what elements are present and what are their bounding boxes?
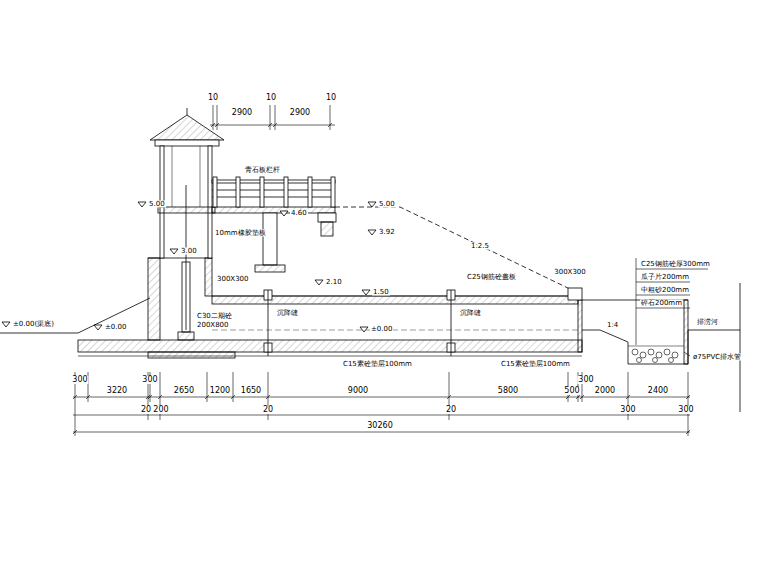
dimension-text: 10 — [207, 94, 219, 102]
dimension-text: 300 — [619, 406, 636, 414]
dimension-text: 3220 — [106, 387, 128, 395]
elevation-markers — [2, 202, 376, 332]
elevation-text: 3.00 — [180, 248, 198, 255]
size-note: 300X300 — [553, 269, 587, 276]
dimension-text: 20 — [140, 406, 152, 414]
slope-ratio: 1:4 — [606, 322, 619, 329]
material-note: 碎石200mm — [640, 300, 683, 307]
dimension-text: 9000 — [347, 387, 369, 395]
size-note: 300X300 — [216, 276, 250, 283]
pavilion — [150, 108, 224, 258]
dimension-text: 300 — [577, 376, 594, 384]
joint-note: 沉降缝 — [459, 310, 482, 317]
dimension-text: 10 — [325, 94, 337, 102]
dimension-text: 20 — [262, 406, 274, 414]
elevation-text: 3.92 — [378, 229, 396, 236]
dimension-text: 2400 — [647, 387, 669, 395]
dimension-text: 300 — [677, 406, 694, 414]
elevation-text: 1.50 — [372, 289, 390, 296]
dimension-text: 2000 — [594, 387, 616, 395]
bridge-railing — [212, 177, 336, 272]
elevation-text: ±0.00 — [104, 324, 127, 331]
elevation-text: ±0.00(渠底) — [12, 321, 55, 328]
dimension-lines — [73, 105, 690, 436]
elevation-text: ±0.00 — [370, 326, 393, 333]
dimension-text: 10 — [265, 94, 277, 102]
joint-note: 沉降缝 — [276, 310, 299, 317]
dimension-text: 1200 — [209, 387, 231, 395]
dimension-text: 1650 — [240, 387, 262, 395]
dimension-text: 300 — [71, 376, 88, 384]
size-note: 200X800 — [196, 322, 230, 329]
material-note: C15素砼垫层100mm — [342, 361, 413, 368]
elevation-text: 4.60 — [290, 210, 308, 217]
elevation-text: 5.00 — [378, 201, 396, 208]
dimension-text: 30260 — [366, 422, 393, 430]
slope-ratio: 1:2.5 — [470, 243, 490, 250]
material-note: C25钢筋砼厚300mm — [640, 261, 711, 268]
dimension-text: 500 — [563, 387, 580, 395]
dimension-text: 2650 — [173, 387, 195, 395]
material-note: C30二期砼 — [196, 313, 233, 320]
dimension-text: 5800 — [497, 387, 519, 395]
material-note: 瓜子片200mm — [640, 274, 690, 281]
outlet-basin — [582, 300, 688, 364]
leader-lines — [636, 258, 708, 356]
material-note: 中粗砂200mm — [640, 287, 690, 294]
dimension-text: 2900 — [289, 109, 311, 117]
ground-and-slopes — [0, 207, 740, 412]
elevation-text: 5.00 — [148, 201, 166, 208]
material-note: 10mm橡胶垫板 — [214, 230, 267, 237]
elevation-text: 2.10 — [325, 279, 343, 286]
material-note: 青石板栏杆 — [244, 167, 281, 174]
dimension-text: 200 — [152, 406, 169, 414]
material-note: ø75PVC排水管 — [692, 354, 742, 361]
material-note: C25钢筋砼盖板 — [466, 274, 517, 281]
dimension-text: 20 — [445, 406, 457, 414]
dimension-text: 2900 — [231, 109, 253, 117]
material-note: C15素砼垫层100mm — [500, 361, 571, 368]
channel-name: 排涝河 — [696, 319, 719, 326]
dimension-text: 300 — [141, 376, 158, 384]
